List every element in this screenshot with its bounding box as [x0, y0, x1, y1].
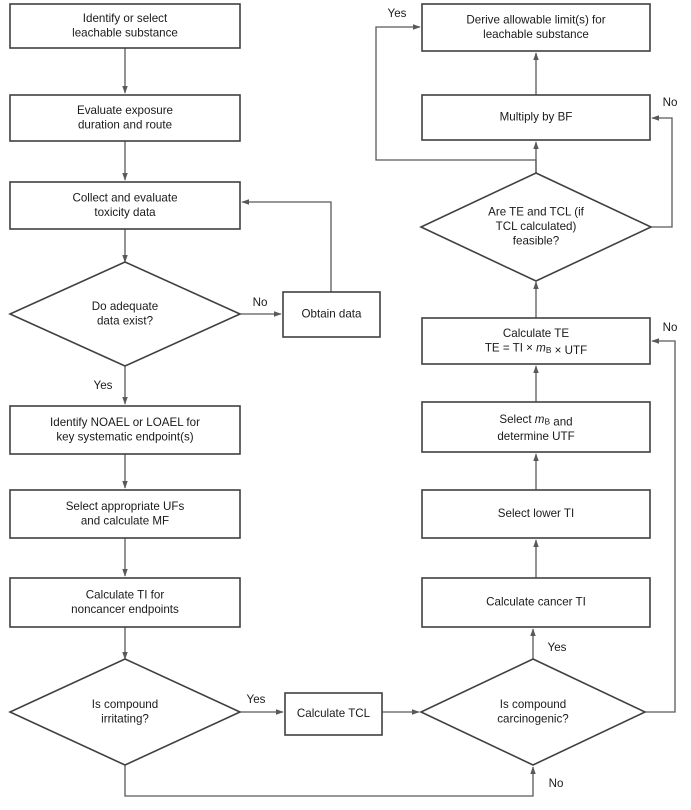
- label-no-obtain-data: No: [253, 296, 268, 309]
- label-yes-carcinogenic: Yes: [548, 641, 567, 654]
- process-shape-evaluate-exposure: [9, 94, 241, 142]
- label-yes-feasible: Yes: [388, 7, 407, 20]
- process-shape-calculate-cancer-ti: [421, 577, 651, 628]
- label-yes-irritating: Yes: [247, 693, 266, 706]
- label-no-te-tcl: No: [663, 96, 678, 109]
- decision-shape-do-adequate-data-exist: [8, 261, 242, 367]
- conn-obtain-back-to-collect: [241, 199, 332, 292]
- node-label-select-lower-ti: Select lower TI: [498, 507, 574, 520]
- node-label-multiply-by-bf: Multiply by BF: [500, 111, 573, 124]
- process-shape-identify-leachable: [9, 3, 241, 49]
- node-multiply-by-bf: Multiply by BF: [421, 94, 651, 141]
- process-shape-calculate-tcl: [284, 692, 383, 736]
- process-shape-calculate-te: [421, 317, 651, 365]
- process-shape-select-lower-ti: [421, 489, 651, 539]
- conn-feasible-no-right-loop: [651, 115, 673, 228]
- label-no-te-feasible: No: [663, 321, 678, 334]
- node-calculate-cancer-ti: Calculate cancer TI: [421, 577, 651, 628]
- process-shape-identify-noael: [9, 405, 241, 455]
- process-shape-select-mb-utf: [421, 401, 651, 453]
- conn-irritating-no-bottom: [124, 765, 536, 797]
- decision-shape-is-compound-carcinogenic: [419, 658, 647, 766]
- conn-carcinogenic-no-right-loop: [645, 338, 676, 713]
- process-shape-collect-toxicity-data: [9, 181, 241, 230]
- decision-shape-are-te-tcl-feasible: [419, 172, 653, 282]
- process-shape-select-ufs: [9, 489, 241, 539]
- label-yes-adequate-data: Yes: [94, 379, 113, 392]
- process-shape-obtain-data: [282, 291, 381, 338]
- process-shape-calculate-ti-noncancer: [9, 577, 241, 628]
- decision-shape-is-compound-irritating: [8, 658, 242, 766]
- node-label-obtain-data: Obtain data: [302, 308, 362, 321]
- node-label-calculate-cancer-ti: Calculate cancer TI: [486, 596, 586, 609]
- node-calculate-tcl: Calculate TCL: [284, 692, 383, 736]
- process-shape-multiply-by-bf: [421, 94, 651, 141]
- label-no-carcinogenic: No: [549, 777, 564, 790]
- node-obtain-data: Obtain data: [282, 291, 381, 338]
- node-select-lower-ti: Select lower TI: [421, 489, 651, 539]
- process-shape-derive-allowable-limit: [421, 3, 651, 52]
- node-label-calculate-tcl: Calculate TCL: [297, 707, 371, 720]
